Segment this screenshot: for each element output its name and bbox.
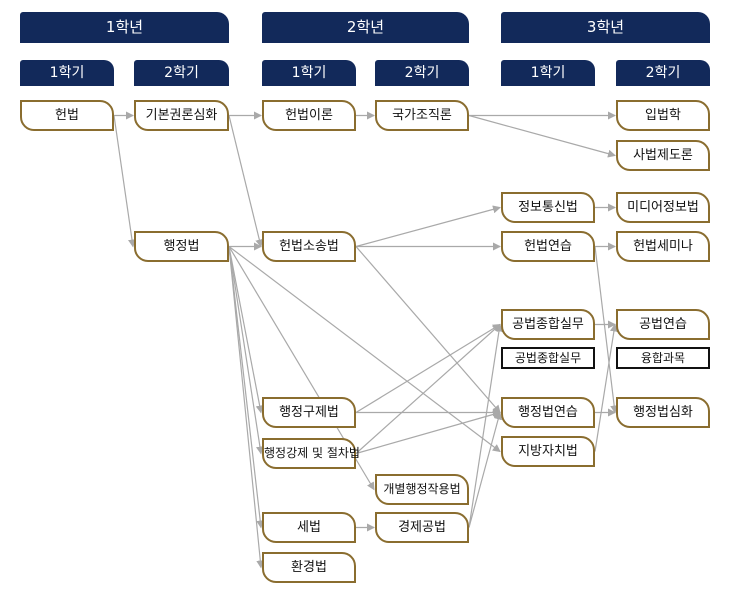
arrow-gibon-to-sosong xyxy=(228,115,264,248)
course-heonbeop: 헌법 xyxy=(20,100,114,131)
course-jeongbo: 정보통신법 xyxy=(501,192,595,223)
year-3-semester-2: 2학기 xyxy=(616,60,710,86)
course-gangje: 행정강제 및 절차법 xyxy=(262,438,360,469)
year-2-header: 2학년 xyxy=(262,12,469,43)
course-hj-yeonseup: 행정법연습 xyxy=(501,397,595,428)
jonghap-plain-box: 공법종합실무 xyxy=(501,347,595,369)
course-gb-yeonseup: 공법연습 xyxy=(616,309,710,340)
arrow-gyeongje-to-jonghap xyxy=(468,323,503,528)
arrow-gujeh-to-jonghap xyxy=(355,323,501,414)
course-haengjeong: 행정법 xyxy=(134,231,229,262)
year-2-semester-2: 2학기 xyxy=(375,60,469,86)
arrow-jibang-to-gb_yeonseup xyxy=(594,323,618,452)
arrow-haengjeong-to-jibang xyxy=(228,246,501,453)
course-jonghap: 공법종합실무 xyxy=(501,309,595,340)
course-media: 미디어정보법 xyxy=(616,192,710,223)
arrow-gyeongje-to-hj_yeonseup xyxy=(468,411,503,528)
year-3-semester-1: 1학기 xyxy=(501,60,595,86)
arrow-haengjeong-to-sebeop xyxy=(228,246,265,529)
course-hwangyeong: 환경법 xyxy=(262,552,356,583)
course-sabeop: 사법제도론 xyxy=(616,140,710,171)
course-gibon: 기본권론심화 xyxy=(134,100,229,131)
course-gukga: 국가조직론 xyxy=(375,100,469,131)
arrow-gangje-to-hj_yeonseup xyxy=(355,410,501,455)
course-jibang: 지방자치법 xyxy=(501,436,595,467)
course-gujeh: 행정구제법 xyxy=(262,397,356,428)
course-gyeongje: 경제공법 xyxy=(375,512,469,543)
course-yeonseup: 헌법연습 xyxy=(501,231,595,262)
arrow-yeonseup-to-hj_simhwa xyxy=(594,246,619,414)
arrow-gukga-to-sabeop xyxy=(468,114,616,158)
yunghap-box: 융합과목 xyxy=(616,347,710,369)
course-hj-simhwa: 행정법심화 xyxy=(616,397,710,428)
arrow-sosong-to-hj_yeonseup xyxy=(355,246,501,414)
arrow-haengjeong-to-hwangyeong xyxy=(228,246,265,569)
arrow-heonbeop-to-haengjeong xyxy=(113,115,136,248)
course-gaebyeol: 개별행정작용법 xyxy=(375,474,469,505)
year-1-header: 1학년 xyxy=(20,12,229,43)
arrow-sosong-to-jeongbo xyxy=(355,205,501,248)
year-3-header: 3학년 xyxy=(501,12,710,43)
arrow-haengjeong-to-gujeh xyxy=(228,246,264,414)
arrow-gangje-to-jonghap xyxy=(355,323,501,454)
year-1-semester-1: 1학기 xyxy=(20,60,114,86)
year-2-semester-1: 1학기 xyxy=(262,60,356,86)
course-seminar: 헌법세미나 xyxy=(616,231,710,262)
course-sebeop: 세법 xyxy=(262,512,356,543)
arrow-haengjeong-to-gangje xyxy=(228,246,264,455)
course-ipbeop: 입법학 xyxy=(616,100,710,131)
course-sosong: 헌법소송법 xyxy=(262,231,356,262)
course-heonbeop-iron: 헌법이론 xyxy=(262,100,356,131)
year-1-semester-2: 2학기 xyxy=(134,60,229,86)
